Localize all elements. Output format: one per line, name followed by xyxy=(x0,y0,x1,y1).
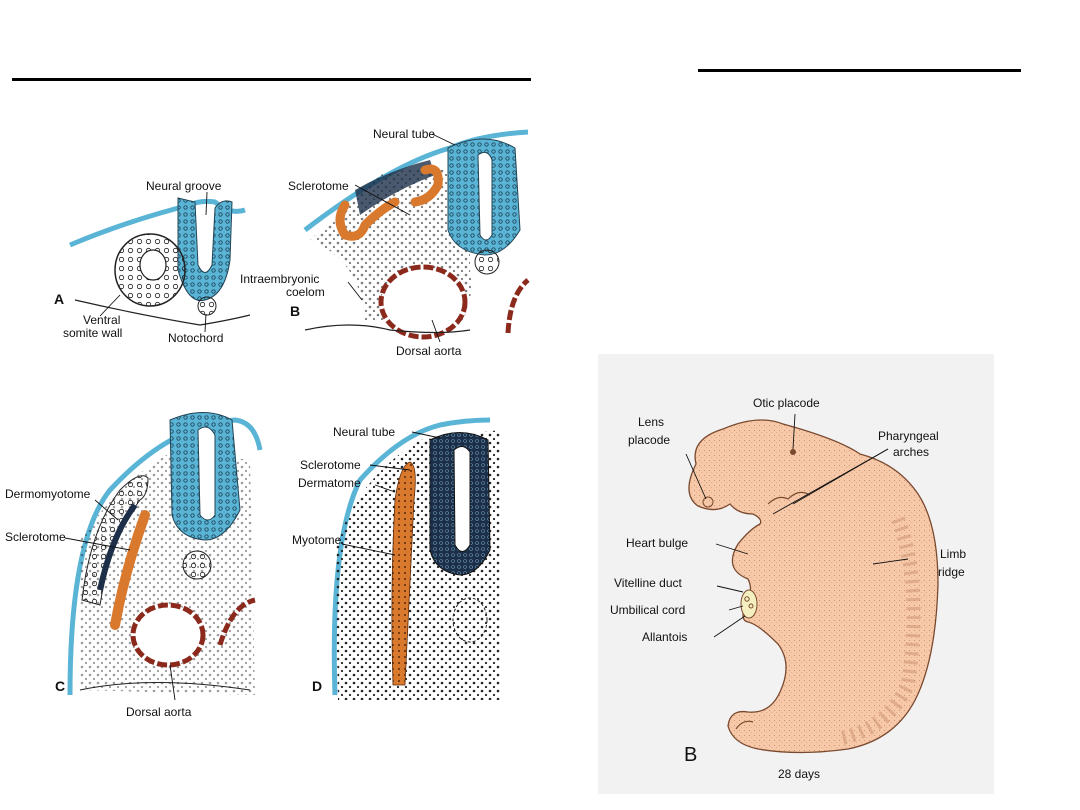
embryo-panel-letter: B xyxy=(684,744,697,766)
label-sclerotome: Sclerotome xyxy=(5,530,66,544)
section-d: Neural tube Sclerotome Dermatome Myotome… xyxy=(292,417,500,700)
section-d-letter: D xyxy=(312,678,322,694)
left-title-rule xyxy=(12,78,531,81)
section-c: Dermomyotome Sclerotome Dorsal aorta C xyxy=(5,412,263,719)
section-a: Neural groove Ventral somite wall Notoch… xyxy=(54,179,251,345)
label-intraembryonic-coelom-line2: coelom xyxy=(286,285,325,299)
label-pharyngeal-arches: Pharyngeal xyxy=(878,429,939,443)
label-lens-placode: Lens xyxy=(638,415,664,429)
label-dorsal-aorta: Dorsal aorta xyxy=(126,705,192,719)
label-dermatome: Dermatome xyxy=(298,476,361,490)
label-ventral-somite-wall: Ventral xyxy=(83,313,120,327)
label-sclerotome: Sclerotome xyxy=(288,179,349,193)
neural-tube-icon xyxy=(177,197,233,302)
label-umbilical-cord: Umbilical cord xyxy=(610,603,685,617)
embryo-icon xyxy=(688,419,939,754)
aorta-icon xyxy=(378,264,468,340)
notochord-icon xyxy=(197,296,217,316)
label-sclerotome: Sclerotome xyxy=(300,458,361,472)
embryo-28-days-figure: Otic placode Lens placode Pharyngeal arc… xyxy=(598,354,994,794)
label-heart-bulge: Heart bulge xyxy=(626,536,688,550)
label-neural-tube: Neural tube xyxy=(333,425,395,439)
section-a-letter: A xyxy=(54,291,64,307)
label-notochord: Notochord xyxy=(168,331,223,345)
label-myotome: Myotome xyxy=(292,533,342,547)
section-b: Neural tube Sclerotome Intraembryonic co… xyxy=(240,127,530,358)
section-b-letter: B xyxy=(290,303,300,319)
notochord-icon xyxy=(182,550,212,580)
embryo-caption: 28 days xyxy=(778,767,820,781)
label-limb-ridge-line2: ridge xyxy=(938,565,965,579)
label-lens-placode-line2: placode xyxy=(628,433,670,447)
label-ventral-somite-wall-line2: somite wall xyxy=(63,326,122,340)
somite-cross-sections-figure: Neural groove Ventral somite wall Notoch… xyxy=(5,127,530,719)
section-c-letter: C xyxy=(55,678,65,694)
label-neural-groove: Neural groove xyxy=(146,179,222,193)
label-intraembryonic-coelom: Intraembryonic xyxy=(240,272,319,286)
label-vitelline-duct: Vitelline duct xyxy=(614,576,682,590)
label-allantois: Allantois xyxy=(642,630,687,644)
right-title-rule xyxy=(698,69,1021,72)
aorta-icon xyxy=(130,602,206,668)
label-limb-ridge: Limb xyxy=(940,547,966,561)
label-otic-placode: Otic placode xyxy=(753,396,820,410)
notochord-icon xyxy=(474,249,500,275)
label-dorsal-aorta: Dorsal aorta xyxy=(396,344,462,358)
label-neural-tube: Neural tube xyxy=(373,127,435,141)
label-dermomyotome: Dermomyotome xyxy=(5,487,91,501)
label-pharyngeal-arches-line2: arches xyxy=(893,445,929,459)
